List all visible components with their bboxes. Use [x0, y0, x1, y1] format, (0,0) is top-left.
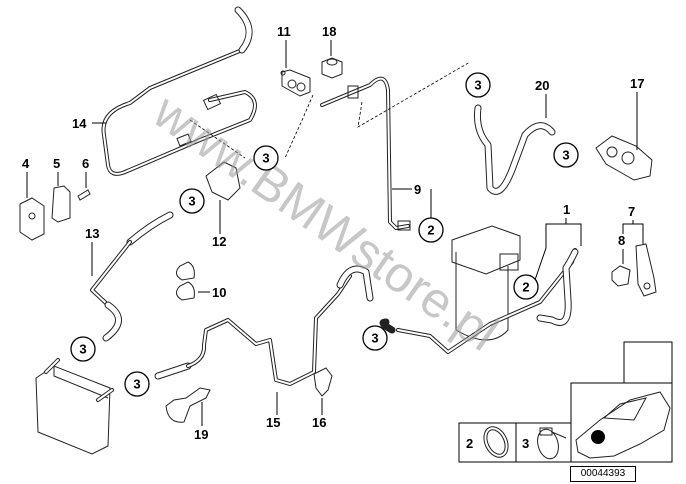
svg-text:2: 2	[427, 223, 434, 238]
part-label-16: 16	[312, 415, 326, 430]
part-label-13: 13	[85, 226, 99, 241]
ref-line-b	[357, 61, 471, 128]
callout-ref-a[interactable]: 3	[465, 72, 491, 98]
callout-ref-f[interactable]: 3	[124, 371, 150, 397]
callout-ref-j[interactable]: 2	[513, 274, 539, 300]
leader-7	[622, 220, 644, 244]
leader-1	[545, 218, 582, 248]
car-locator-tab	[623, 341, 673, 383]
callout-ref-g[interactable]: 3	[362, 325, 388, 351]
part-1-hose[interactable]	[379, 248, 579, 354]
part-9-pipe[interactable]	[320, 76, 411, 231]
part-16-clip[interactable]	[313, 367, 333, 397]
part-label-14: 14	[72, 116, 87, 131]
watermark-text: www.BMWstore.pl	[143, 83, 508, 362]
car-locator-frame	[570, 382, 673, 463]
part-12-valve[interactable]	[205, 161, 241, 201]
part-label-20: 20	[535, 78, 549, 93]
sealing-ring-icon	[483, 426, 509, 458]
part-label-4: 4	[22, 156, 30, 171]
part-label-7: 7	[628, 204, 635, 219]
svg-text:2: 2	[522, 280, 529, 295]
svg-text:3: 3	[133, 377, 140, 392]
part-20-hose[interactable]	[474, 104, 556, 195]
part-15-pipe[interactable]	[154, 265, 374, 386]
part-7-bracket[interactable]	[635, 243, 657, 297]
part-label-11: 11	[277, 24, 291, 39]
callout-ref-i[interactable]: 2	[418, 217, 444, 243]
oil-cooler[interactable]	[35, 358, 114, 455]
legend-box: 2 3	[458, 341, 673, 463]
legend-item-3-number: 3	[522, 436, 529, 451]
part-11-clip[interactable]	[280, 69, 311, 97]
svg-text:3: 3	[562, 148, 569, 163]
leader-1-b	[534, 247, 547, 281]
part-4-clip[interactable]	[19, 197, 45, 241]
part-label-10: 10	[212, 285, 226, 300]
part-label-1: 1	[563, 202, 570, 217]
svg-text:3: 3	[474, 78, 481, 93]
part-19-clamp[interactable]	[165, 387, 211, 423]
part-5-bracket[interactable]	[51, 185, 71, 223]
part-18-nut[interactable]	[321, 57, 343, 79]
ref-line-a	[284, 94, 314, 159]
callout-ref-c[interactable]: 3	[253, 145, 279, 171]
part-6-bolt[interactable]	[77, 189, 91, 201]
part-label-17: 17	[630, 76, 644, 91]
hose-clamp-icon	[537, 427, 567, 460]
part-label-9: 9	[414, 182, 421, 197]
car-outline-icon	[575, 391, 671, 459]
part-label-12: 12	[212, 234, 226, 249]
part-10-clips[interactable]	[176, 261, 195, 301]
part-label-6: 6	[82, 156, 89, 171]
part-8-clip[interactable]	[611, 265, 631, 287]
part-label-18: 18	[322, 24, 336, 39]
svg-text:3: 3	[371, 331, 378, 346]
svg-text:3: 3	[262, 151, 269, 166]
diagram-code-label: 00044393	[570, 466, 636, 482]
part-label-8: 8	[618, 233, 625, 248]
part-label-15: 15	[266, 415, 280, 430]
callout-ref-e[interactable]: 3	[70, 336, 96, 362]
svg-text:3: 3	[188, 194, 195, 209]
ref-line-c	[189, 119, 246, 159]
part-17-bracket[interactable]	[595, 135, 653, 181]
legend-item-2-number: 2	[466, 436, 473, 451]
svg-text:3: 3	[79, 342, 86, 357]
part-13-hose[interactable]	[90, 211, 174, 342]
callout-ref-d[interactable]: 3	[179, 188, 205, 214]
part-label-19: 19	[194, 427, 208, 442]
oil-filter-housing[interactable]	[451, 225, 521, 341]
part-label-5: 5	[53, 156, 60, 171]
callout-ref-b[interactable]: 3	[553, 142, 579, 168]
part-14-pipe[interactable]	[101, 6, 257, 176]
